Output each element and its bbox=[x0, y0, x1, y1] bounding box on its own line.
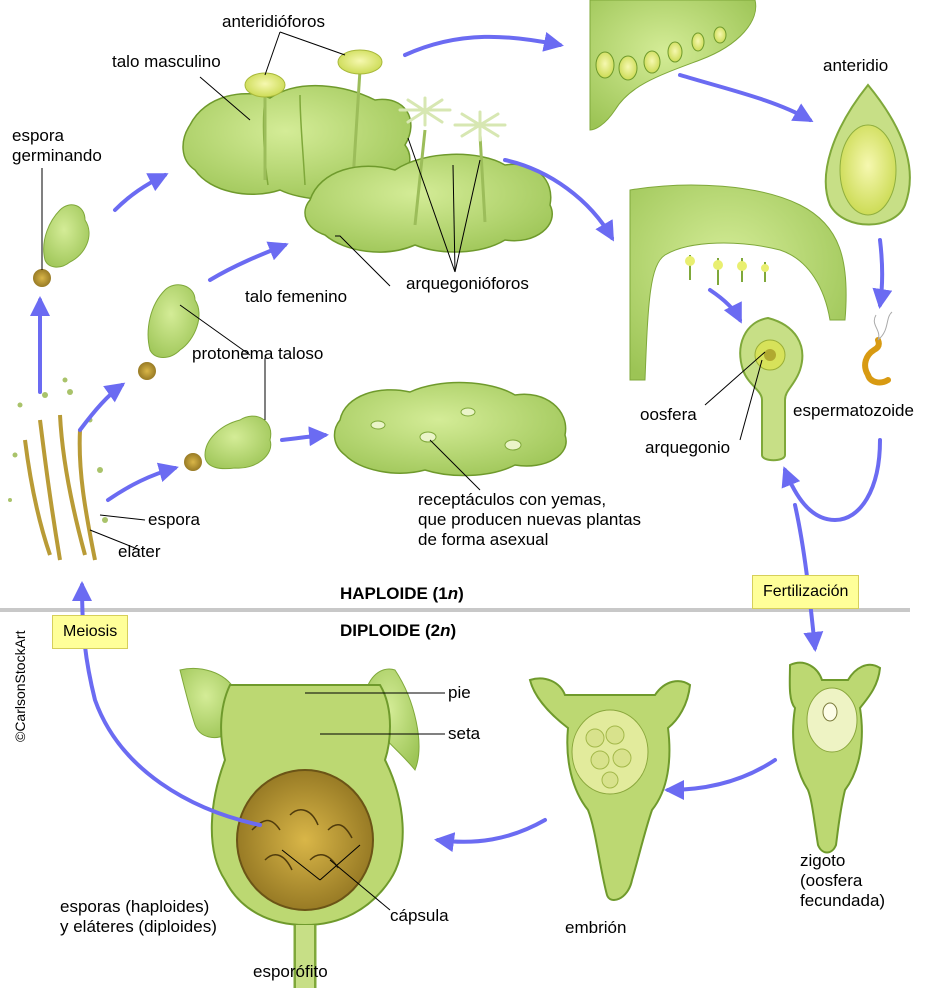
label-spore: espora bbox=[148, 510, 200, 530]
label-spores-elaters: esporas (haploides) y eláteres (diploide… bbox=[60, 897, 217, 937]
arrow-to-protonema-1 bbox=[80, 385, 122, 430]
germinating-spore-illustration bbox=[33, 205, 89, 287]
label-antheridium: anteridio bbox=[823, 56, 888, 76]
label-female-thallus: talo femenino bbox=[245, 287, 347, 307]
fertilization-tag: Fertilización bbox=[752, 575, 859, 609]
sperm-illustration bbox=[865, 312, 892, 382]
label-archegonium: arquegonio bbox=[645, 438, 730, 458]
label-thalloid-protonema: protonema taloso bbox=[192, 344, 323, 364]
label-male-thallus: talo masculino bbox=[112, 52, 221, 72]
arrow-to-female-thallus bbox=[210, 245, 285, 280]
label-elater: eláter bbox=[118, 542, 161, 562]
embryo-illustration bbox=[530, 678, 690, 900]
arrow-to-antheridiophore bbox=[405, 37, 560, 55]
arrow-sperm-to-archegonium bbox=[785, 440, 880, 520]
label-embryo: embrión bbox=[565, 918, 626, 938]
haploid-n: n bbox=[448, 584, 458, 603]
sporophyte-illustration bbox=[180, 668, 419, 988]
diploid-suffix: ) bbox=[451, 621, 457, 640]
archegoniophore-detail-illustration bbox=[630, 185, 846, 380]
label-sperm: espermatozoide bbox=[793, 401, 914, 421]
label-germinating-spore: espora germinando bbox=[12, 126, 102, 166]
label-foot: pie bbox=[448, 683, 471, 703]
gemmae-thallus-illustration bbox=[335, 383, 567, 476]
archegonium-illustration bbox=[740, 318, 802, 460]
label-zygote: zigoto (oosfera fecundada) bbox=[800, 851, 885, 911]
meiosis-tag: Meiosis bbox=[52, 615, 128, 649]
diploid-prefix: DIPLOIDE (2 bbox=[340, 621, 440, 640]
arrow-to-sperm bbox=[880, 240, 882, 305]
arrow-embryo-to-sporophyte bbox=[438, 820, 545, 842]
haploid-prefix: HAPLOIDE (1 bbox=[340, 584, 448, 603]
label-gemmae-cups: receptáculos con yemas, que producen nue… bbox=[418, 490, 641, 550]
label-capsule: cápsula bbox=[390, 906, 449, 926]
arrow-to-gemmae-thallus bbox=[282, 435, 325, 440]
antheridium-illustration bbox=[826, 85, 910, 225]
label-archegoniophores: arquegonióforos bbox=[406, 274, 529, 294]
diploid-n: n bbox=[440, 621, 450, 640]
arrow-zygote-to-embryo bbox=[668, 760, 775, 790]
antheridiophore-detail-illustration bbox=[590, 0, 756, 130]
arrow-to-antheridium bbox=[680, 75, 810, 120]
zygote-illustration bbox=[790, 663, 880, 853]
protonema-illustration-2 bbox=[184, 416, 271, 471]
label-antheridiophores: anteridióforos bbox=[222, 12, 325, 32]
protonema-illustration-1 bbox=[138, 285, 199, 380]
arrow-to-male-thallus bbox=[115, 175, 165, 210]
haploid-suffix: ) bbox=[458, 584, 464, 603]
haploid-phase-label: HAPLOIDE (1n) bbox=[340, 584, 464, 604]
arrow-to-archegonium bbox=[710, 290, 740, 320]
credit-label: ©CarlsonStockArt bbox=[12, 631, 28, 742]
label-seta: seta bbox=[448, 724, 480, 744]
diploid-phase-label: DIPLOIDE (2n) bbox=[340, 621, 456, 641]
label-sporophyte: esporófito bbox=[253, 962, 328, 982]
label-egg: oosfera bbox=[640, 405, 697, 425]
arrow-to-protonema-2 bbox=[108, 468, 175, 500]
spores-elaters-illustration bbox=[8, 378, 108, 561]
